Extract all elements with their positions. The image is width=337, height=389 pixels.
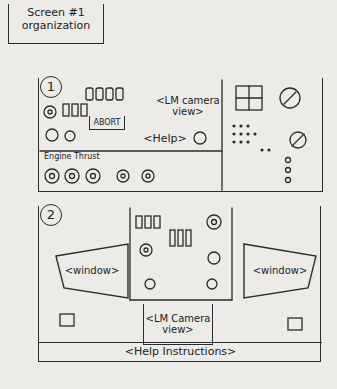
knob-symbol xyxy=(46,129,58,141)
screen-panel: 1 <LM camera view> ABORT <Help> xyxy=(38,78,323,192)
region-label: <Help Instructions> xyxy=(125,346,237,359)
knob-symbol xyxy=(65,169,79,183)
knob-symbol xyxy=(140,244,152,256)
light-symbol xyxy=(286,168,291,173)
knob-symbol xyxy=(212,220,217,225)
knob-symbol xyxy=(146,174,150,178)
knob-symbol xyxy=(144,248,148,252)
knob-symbol xyxy=(45,169,59,183)
divider-line xyxy=(129,208,130,300)
knob-symbol xyxy=(208,252,220,264)
switch-symbol xyxy=(106,88,113,100)
light-symbol xyxy=(286,178,291,183)
knob-symbol xyxy=(70,174,75,179)
switch-symbol xyxy=(178,230,183,246)
region-label: <LM Camera view> xyxy=(145,313,211,336)
switch-symbol xyxy=(86,88,93,100)
switch-symbol xyxy=(81,104,87,116)
control-symbol xyxy=(288,318,302,330)
callout-number: 2 xyxy=(40,204,62,226)
region-label: <LM camera view> xyxy=(153,95,223,118)
knob-symbol xyxy=(117,170,129,182)
switch-symbol xyxy=(63,104,69,116)
switch-symbol xyxy=(96,88,103,100)
knob-symbol xyxy=(65,131,75,141)
ui-region: <LM camera view> xyxy=(151,88,225,124)
knob-symbol xyxy=(44,106,56,118)
divider-line xyxy=(221,80,222,190)
grid-display xyxy=(236,86,262,110)
knob-symbol xyxy=(50,174,55,179)
gauge-symbol xyxy=(290,132,306,148)
switch-symbol xyxy=(170,230,175,246)
callout-number: 1 xyxy=(40,76,62,98)
region-label: <Help> xyxy=(143,133,187,146)
knob-symbol xyxy=(91,174,96,179)
control-symbol xyxy=(60,314,74,326)
knob-symbol xyxy=(142,170,154,182)
region-label: <window> xyxy=(253,265,308,277)
knob-symbol xyxy=(86,169,100,183)
knob-symbol xyxy=(145,279,155,289)
light-symbol xyxy=(286,158,291,163)
divider-line xyxy=(231,208,232,300)
region-label: Screen #1 organization xyxy=(13,7,99,32)
switch-symbol xyxy=(145,216,151,228)
ui-region: ABORT xyxy=(89,116,125,130)
knob-symbol xyxy=(121,174,125,178)
ui-region: <Help Instructions> xyxy=(39,342,322,362)
knob-symbol xyxy=(207,279,217,289)
window-shape: <window> xyxy=(54,242,130,300)
ui-region: Screen #1 organization xyxy=(8,4,104,44)
knob-symbol xyxy=(194,132,206,144)
control-label: Engine Thrust xyxy=(44,153,100,162)
switch-symbol xyxy=(72,104,78,116)
switch-symbol xyxy=(136,216,142,228)
switch-symbol xyxy=(116,88,123,100)
ui-region: <LM Camera view> xyxy=(143,304,213,345)
divider-line xyxy=(40,150,222,151)
window-shape: <window> xyxy=(242,242,318,300)
region-label: ABORT xyxy=(94,118,121,127)
screen-panel: 2 <window> <window> <LM Camera view> <Help I… xyxy=(38,206,321,362)
ui-region: <Help> xyxy=(135,130,195,148)
knob-symbol xyxy=(207,215,221,229)
divider-line xyxy=(130,299,232,300)
gauge-symbol xyxy=(280,88,300,108)
switch-symbol xyxy=(186,230,191,246)
region-label: <window> xyxy=(65,265,120,277)
knob-symbol xyxy=(48,110,52,114)
switch-symbol xyxy=(154,216,160,228)
